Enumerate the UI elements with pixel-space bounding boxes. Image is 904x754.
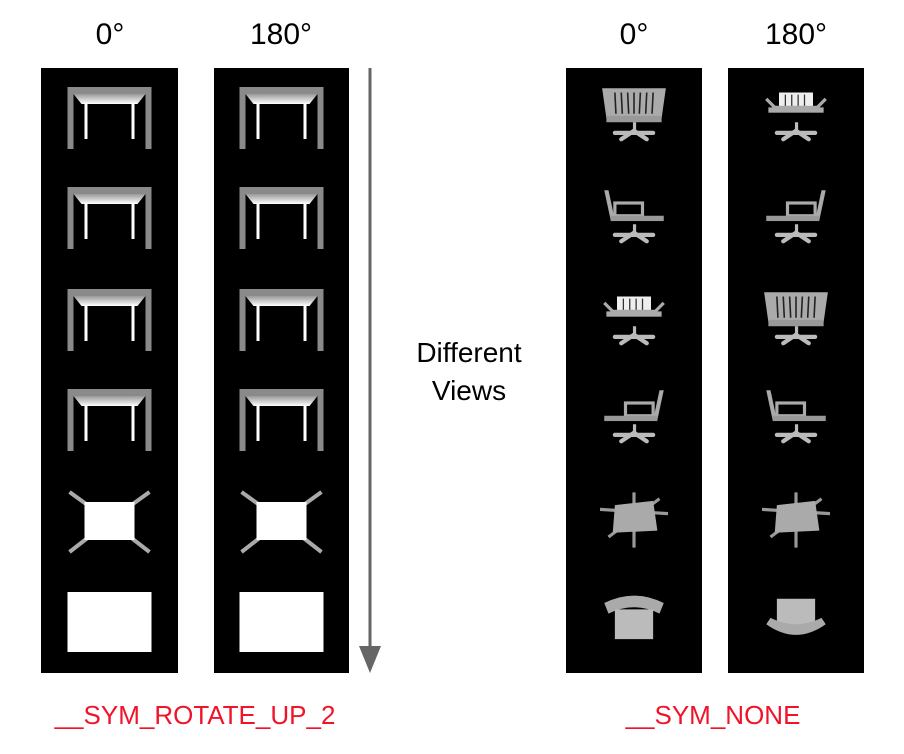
header-left-180deg: 180°	[249, 18, 313, 51]
table-column-180deg	[214, 68, 349, 673]
table-front-icon	[67, 187, 152, 249]
arrow-head	[359, 646, 381, 673]
chair-side-r-icon	[766, 190, 826, 241]
table-front-icon	[67, 389, 152, 451]
table-front-icon	[239, 187, 324, 249]
label-line-1: Different	[416, 337, 522, 368]
table-front-icon	[67, 289, 152, 351]
chair-front-icon	[604, 297, 664, 344]
header-right-180deg: 180°	[764, 18, 828, 51]
label-line-2: Views	[431, 375, 507, 406]
chair-side-l-icon	[604, 190, 664, 241]
table-top-icon	[239, 490, 324, 554]
table-front-icon	[239, 389, 324, 451]
table-bottom-icon	[239, 592, 324, 652]
sym-rotate-up-2-label: __SYM_ROTATE_UP_2	[54, 700, 336, 730]
table-top-icon	[67, 490, 152, 554]
chair-bottom-icon	[604, 595, 664, 640]
chair-top-icon	[600, 490, 668, 550]
chair-side-l-icon	[766, 390, 826, 441]
chair-side-r-icon	[604, 390, 664, 441]
table-bottom-icon	[67, 592, 152, 652]
header-right-0deg: 0°	[619, 18, 649, 51]
chair-front-icon	[766, 93, 826, 140]
chair-column-180deg	[728, 68, 864, 673]
different-views-label: Different Views	[394, 334, 544, 410]
chair-column-0deg	[566, 68, 702, 673]
table-front-icon	[239, 87, 324, 149]
table-front-icon	[67, 87, 152, 149]
chair-top-icon	[762, 490, 830, 550]
chair-bottom2-icon	[766, 598, 826, 635]
sym-none-label: __SYM_NONE	[625, 700, 801, 730]
header-left-0deg: 0°	[95, 18, 125, 51]
chair-back-icon	[602, 88, 666, 139]
table-front-icon	[239, 289, 324, 351]
table-column-0deg	[41, 68, 178, 673]
down-arrow-icon	[359, 68, 381, 673]
chair-back-icon	[764, 292, 828, 343]
